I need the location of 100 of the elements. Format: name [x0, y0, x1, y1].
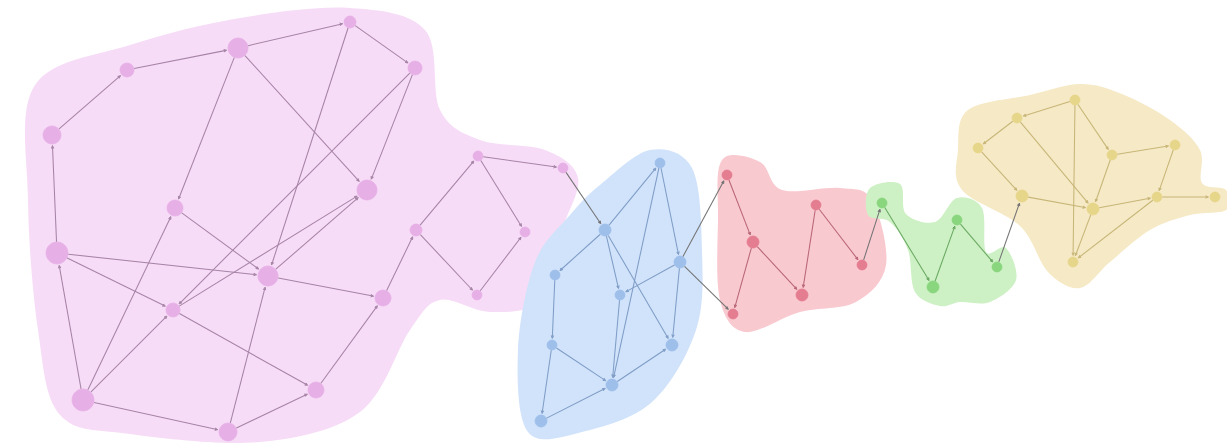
graph-node [407, 60, 423, 76]
arrow [1116, 144, 1170, 155]
graph-node [546, 339, 558, 351]
arrow [559, 233, 601, 272]
arrow [354, 25, 409, 64]
arrow [616, 348, 667, 382]
graph-node [721, 169, 733, 181]
arrow [320, 305, 378, 384]
arrow [479, 236, 522, 292]
arrow [546, 387, 606, 419]
graph-node [519, 226, 531, 238]
arrow [981, 151, 1018, 191]
arrow [482, 156, 557, 169]
graph-node [45, 241, 69, 265]
arrow [550, 279, 556, 339]
arrow [58, 264, 82, 390]
arrow [1158, 149, 1174, 192]
arrow [247, 22, 344, 47]
graph-node [1011, 112, 1023, 124]
graph-node [1151, 191, 1163, 203]
arrow [58, 75, 122, 130]
graph-node [166, 199, 184, 217]
arrow [1071, 104, 1076, 256]
cluster-area [517, 149, 703, 440]
graph-node [673, 255, 687, 269]
graph-node [1015, 189, 1029, 203]
arrow [733, 247, 752, 309]
graph-node [727, 308, 739, 320]
arrow [419, 160, 475, 226]
arrow [178, 57, 235, 200]
arrow [802, 209, 816, 288]
cluster-area [955, 84, 1227, 289]
arrow [386, 236, 414, 291]
graph-node [534, 414, 548, 428]
arrow [87, 216, 172, 391]
arrow [66, 257, 166, 307]
arrow [982, 120, 1014, 145]
arrow [178, 313, 309, 386]
arrow [611, 299, 621, 378]
arrow [181, 212, 260, 270]
graph-node [119, 62, 135, 78]
arrow [1077, 199, 1154, 259]
graph-node [926, 280, 940, 294]
graph-node [307, 381, 325, 399]
arrow [540, 349, 552, 414]
arrow [93, 401, 219, 431]
graph-node [549, 269, 561, 281]
arrow [612, 167, 660, 379]
arrow [934, 225, 956, 282]
arrow [1074, 214, 1092, 257]
arrow [178, 72, 411, 305]
graph-node [42, 125, 62, 145]
arrow [565, 171, 602, 225]
graph-node [746, 235, 760, 249]
arrow [50, 145, 58, 243]
arrow [90, 315, 168, 393]
arrow [67, 253, 257, 277]
arrow [229, 286, 267, 424]
arrow [818, 208, 859, 261]
graph-node [991, 261, 1003, 273]
arrow [419, 234, 473, 291]
graph-node [598, 223, 612, 237]
arrow [684, 265, 729, 310]
arrow [1077, 103, 1109, 151]
graph-node [1106, 149, 1118, 161]
arrow [277, 277, 375, 298]
graph-node [856, 259, 868, 271]
graph-node [257, 265, 279, 287]
arrow [608, 167, 657, 226]
graph-node [356, 179, 378, 201]
cluster-area [717, 155, 887, 333]
arrow [370, 74, 413, 180]
arrow [660, 167, 680, 256]
graph-node [71, 388, 95, 412]
graph-node [471, 289, 483, 301]
arrow [625, 264, 675, 293]
arrow [607, 234, 669, 339]
graph-node [557, 162, 569, 174]
arrow [671, 267, 680, 338]
arrow [863, 208, 881, 261]
graph-node [1169, 139, 1181, 151]
arrow [480, 160, 523, 227]
arrow [959, 223, 994, 263]
graph-node [972, 142, 984, 154]
arrow [1161, 195, 1209, 199]
arrow [270, 27, 349, 266]
arrow [884, 207, 930, 281]
graph-node [227, 37, 249, 59]
graph-node [605, 378, 619, 392]
graph-node [1067, 256, 1079, 268]
cluster-area [865, 181, 1017, 307]
arrow [605, 235, 620, 290]
arrow [1022, 101, 1071, 117]
arrow [1027, 196, 1087, 209]
arrow [275, 197, 359, 270]
arrow [555, 347, 607, 382]
arrow [1019, 121, 1089, 204]
graph-node [614, 289, 626, 301]
graph-node [1209, 191, 1221, 203]
graph-node [165, 302, 181, 318]
